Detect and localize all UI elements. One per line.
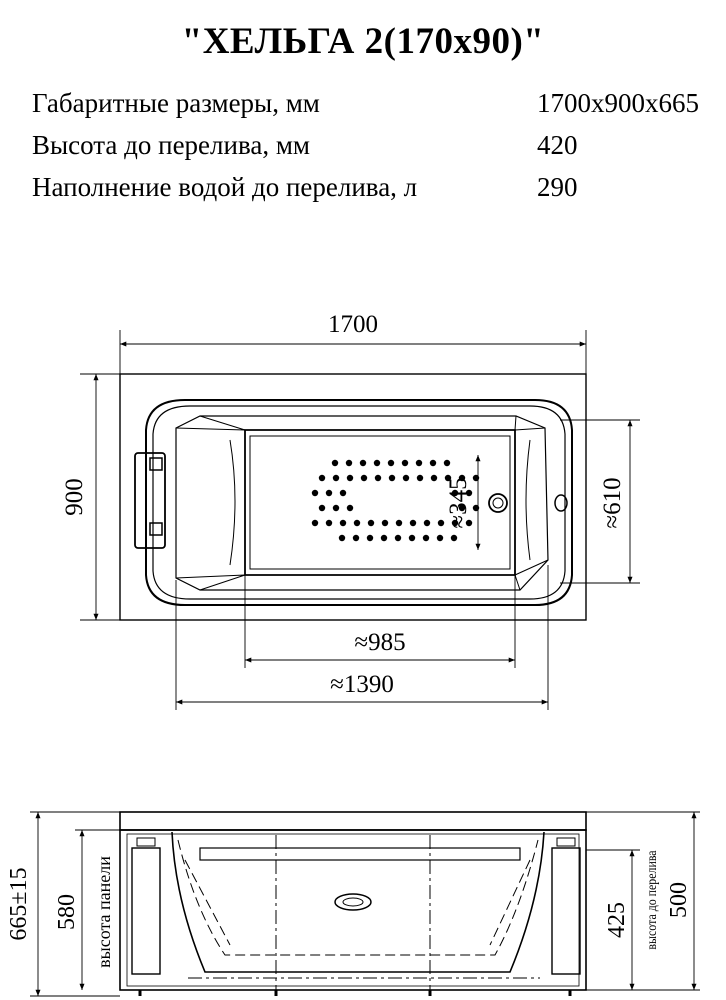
nozzle-dot [381,519,389,527]
dim-height-500: 500 [666,882,692,918]
nozzle-dot [443,459,451,467]
nozzle-dot [422,534,430,542]
side-view-dimensions [30,811,700,997]
page-title: "ХЕЛЬГА 2(170х90)" [181,21,545,62]
nozzle-dot [444,474,452,482]
nozzle-dot [332,474,340,482]
nozzle-dot [450,534,458,542]
spec-row-water-volume: Наполнение водой до перелива, л 290 [32,172,722,206]
nozzle-dot [465,489,473,497]
nozzle-dot [409,519,417,527]
top-view [119,373,587,621]
nozzle-dot [430,474,438,482]
dim-hydro-width: ≈345 [445,477,472,528]
nozzle-dot [394,534,402,542]
nozzle-dot [332,504,340,512]
nozzle-dot [415,459,423,467]
headrest [134,452,166,549]
nozzle-dot [429,459,437,467]
dim-inner-length: ≈1390 [330,671,394,698]
spec-label: Наполнение водой до перелива, л [32,172,418,202]
dim-panel-height: 580 [54,894,80,930]
nozzle-dot [311,489,319,497]
side-view [119,811,587,996]
nozzle-dot [451,489,459,497]
nozzle-dot [401,459,409,467]
dim-overflow-height: 425 [604,902,630,938]
nozzle-dot [346,474,354,482]
top-view-dimensions [80,330,640,710]
drain-icon [488,493,508,513]
nozzle-dot [416,474,424,482]
spec-row-dimensions: Габаритные размеры, мм 1700х900х665 [32,88,722,122]
nozzle-dot [374,474,382,482]
nozzle-dot [325,489,333,497]
spec-value: 1700х900х665 [537,88,699,118]
nozzle-dot [465,519,473,527]
nozzle-dot [318,504,326,512]
nozzle-dot [408,534,416,542]
nozzle-dot [311,519,319,527]
nozzle-dot [402,474,410,482]
spec-value: 290 [537,172,578,202]
drain-side-icon [334,893,372,911]
nozzle-dot [423,519,431,527]
nozzle-dot [325,519,333,527]
nozzle-dot [373,459,381,467]
nozzle-dot [331,459,339,467]
leg-right [551,847,581,975]
nozzle-dot [388,474,396,482]
nozzle-dot [380,534,388,542]
dim-hydro-length: ≈985 [354,629,405,656]
nozzle-dot [338,534,346,542]
nozzle-dot [352,534,360,542]
nozzle-dot [339,489,347,497]
nozzle-dot [366,534,374,542]
nozzle-dot [339,519,347,527]
nozzle-dot [346,504,354,512]
panel-height-label: высота панели [94,856,114,968]
overflow-height-label: высота до перелива [643,850,659,949]
dim-total-height: 665±15 [6,867,32,940]
nozzle-dot [395,519,403,527]
nozzle-dot [353,519,361,527]
nozzle-dot [387,459,395,467]
nozzle-dot [360,474,368,482]
nozzle-dot [436,534,444,542]
nozzle-dot [458,504,466,512]
nozzle-dot [451,519,459,527]
nozzle-dot [367,519,375,527]
nozzle-dot [458,474,466,482]
nozzle-dot [437,519,445,527]
dim-inner-width: ≈610 [599,477,626,528]
nozzle-dot [359,459,367,467]
dim-length: 1700 [328,311,378,338]
nozzle-dot [318,474,326,482]
nozzle-dot [345,459,353,467]
spec-value: 420 [537,130,578,160]
overflow-icon [554,494,568,512]
leg-left [131,847,161,975]
dim-width: 900 [61,478,88,516]
spec-label: Габаритные размеры, мм [32,88,320,118]
spec-row-overflow-height: Высота до перелива, мм 420 [32,130,722,164]
spec-label: Высота до перелива, мм [32,130,311,160]
